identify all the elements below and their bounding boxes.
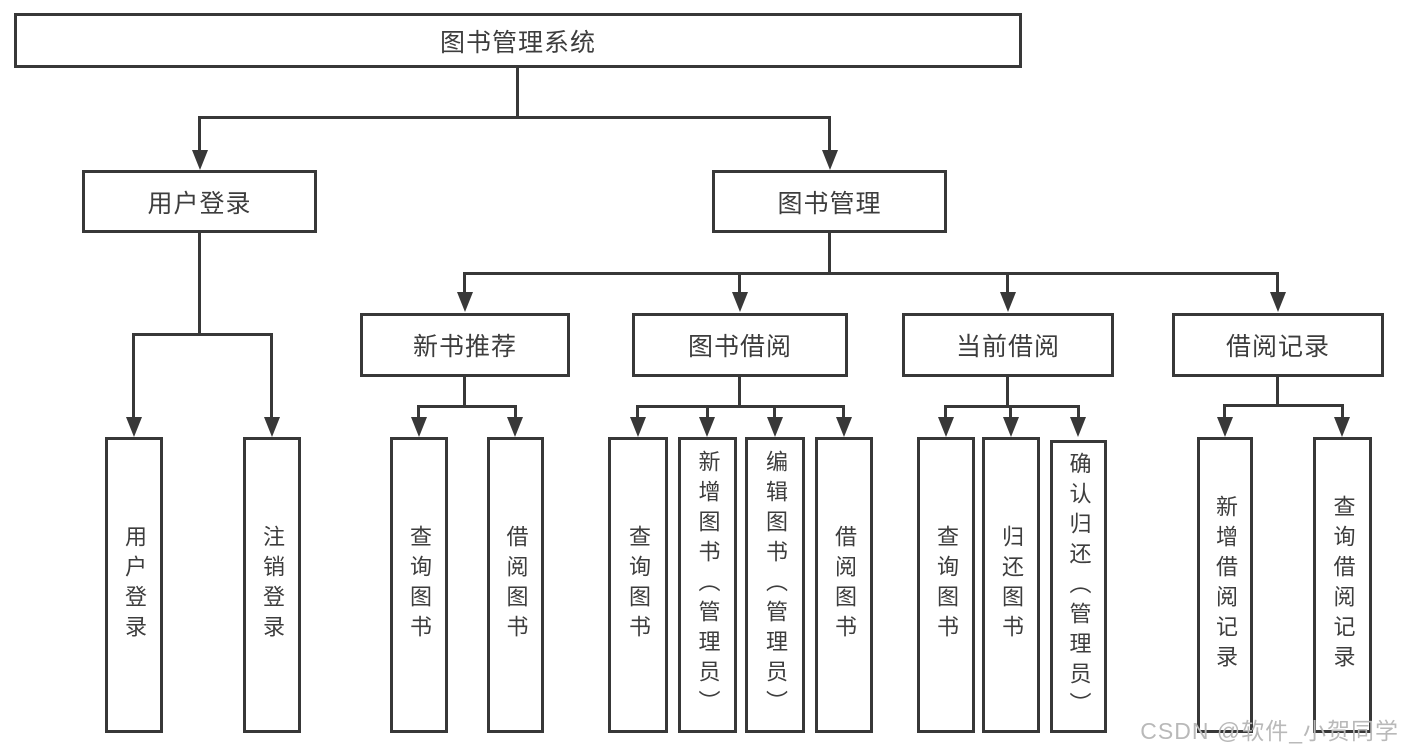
connector-line [738, 375, 741, 407]
leaf-add-borrow-record: 新增借阅记录 [1197, 437, 1253, 733]
node-current-borrowing: 当前借阅 [902, 313, 1114, 377]
arrow-down-icon [126, 417, 142, 437]
leaf-query-books: 查询图书 [608, 437, 668, 733]
arrow-down-icon [822, 150, 838, 170]
node-book-management: 图书管理 [712, 170, 947, 233]
csdn-watermark: CSDN @软件_小贺同学 [1140, 718, 1399, 744]
connector-line [828, 116, 831, 152]
arrow-down-icon [192, 150, 208, 170]
arrow-down-icon [1003, 417, 1019, 437]
arrow-down-icon [1334, 417, 1350, 437]
leaf-add-books-admin: 新增图书（管理员） [678, 437, 737, 733]
connector-line [463, 272, 466, 294]
leaf-return-books: 归还图书 [982, 437, 1040, 733]
arrow-down-icon [1217, 417, 1233, 437]
connector-line [514, 405, 517, 419]
connector-line [636, 405, 845, 408]
connector-line [1006, 272, 1009, 294]
connector-line [738, 272, 741, 294]
node-label: 确认归还（管理员） [1066, 451, 1092, 722]
connector-line [1223, 404, 1344, 407]
arrow-down-icon [938, 417, 954, 437]
connector-line [132, 333, 273, 336]
node-book-borrowing: 图书借阅 [632, 313, 848, 377]
node-label: 查询图书 [626, 525, 651, 645]
node-label: 新增图书（管理员） [695, 450, 721, 720]
connector-line [1077, 405, 1080, 419]
node-label: 图书借阅 [687, 333, 792, 361]
node-label: 查询借阅记录 [1330, 495, 1356, 675]
connector-line [198, 116, 201, 152]
arrow-down-icon [1000, 292, 1016, 312]
connector-line [1009, 405, 1012, 419]
connector-line [706, 405, 709, 419]
arrow-down-icon [457, 292, 473, 312]
leaf-user-login: 用户登录 [105, 437, 163, 733]
arrow-down-icon [411, 417, 427, 437]
connector-line [1223, 404, 1226, 419]
arrow-down-icon [767, 417, 783, 437]
leaf-edit-books-admin: 编辑图书（管理员） [745, 437, 805, 733]
arrow-down-icon [264, 417, 280, 437]
connector-line [516, 68, 519, 118]
node-label: 当前借阅 [955, 333, 1060, 361]
connector-line [636, 405, 639, 419]
node-label: 新增借阅记录 [1213, 495, 1238, 675]
connector-line [828, 232, 831, 275]
node-label: 用户登录 [147, 189, 252, 218]
node-label: 注销登录 [260, 525, 285, 645]
connector-line [463, 375, 466, 407]
connector-line [944, 405, 947, 419]
arrow-down-icon [699, 417, 715, 437]
leaf-confirm-return-admin: 确认归还（管理员） [1050, 440, 1107, 733]
connector-line [842, 405, 845, 419]
connector-line [198, 232, 201, 335]
node-label: 编辑图书（管理员） [763, 450, 788, 720]
arrow-down-icon [836, 417, 852, 437]
node-label: 图书管理 [777, 189, 882, 218]
node-new-book-recommendation: 新书推荐 [360, 313, 570, 377]
node-label: 新书推荐 [412, 333, 517, 361]
node-label: 借阅记录 [1225, 333, 1330, 361]
connector-line [198, 116, 831, 119]
leaf-borrow-books: 借阅图书 [487, 437, 544, 733]
connector-line [1276, 272, 1279, 294]
node-label: 查询图书 [407, 525, 432, 645]
node-label: 归还图书 [999, 525, 1024, 645]
connector-line [773, 405, 776, 419]
connector-line [417, 405, 517, 408]
connector-line [463, 272, 1279, 275]
leaf-borrow-books: 借阅图书 [815, 437, 873, 733]
arrow-down-icon [630, 417, 646, 437]
leaf-query-borrow-record: 查询借阅记录 [1313, 437, 1372, 733]
leaf-query-books: 查询图书 [390, 437, 448, 733]
connector-line [1276, 375, 1279, 406]
node-root-system: 图书管理系统 [14, 13, 1022, 68]
node-label: 用户登录 [122, 525, 147, 645]
node-user-login: 用户登录 [82, 170, 317, 233]
connector-line [944, 405, 1080, 408]
connector-line [270, 333, 273, 419]
connector-line [132, 333, 135, 419]
arrow-down-icon [1270, 292, 1286, 312]
connector-line [1341, 404, 1344, 419]
connector-line [1006, 375, 1009, 407]
arrow-down-icon [507, 417, 523, 437]
arrow-down-icon [1070, 417, 1086, 437]
connector-line [417, 405, 420, 419]
node-label: 借阅图书 [503, 525, 529, 645]
node-borrowing-records: 借阅记录 [1172, 313, 1384, 377]
node-label: 图书管理系统 [439, 28, 596, 57]
leaf-logout: 注销登录 [243, 437, 301, 733]
arrow-down-icon [732, 292, 748, 312]
node-label: 查询图书 [934, 525, 959, 645]
leaf-query-books: 查询图书 [917, 437, 975, 733]
node-label: 借阅图书 [832, 525, 857, 645]
